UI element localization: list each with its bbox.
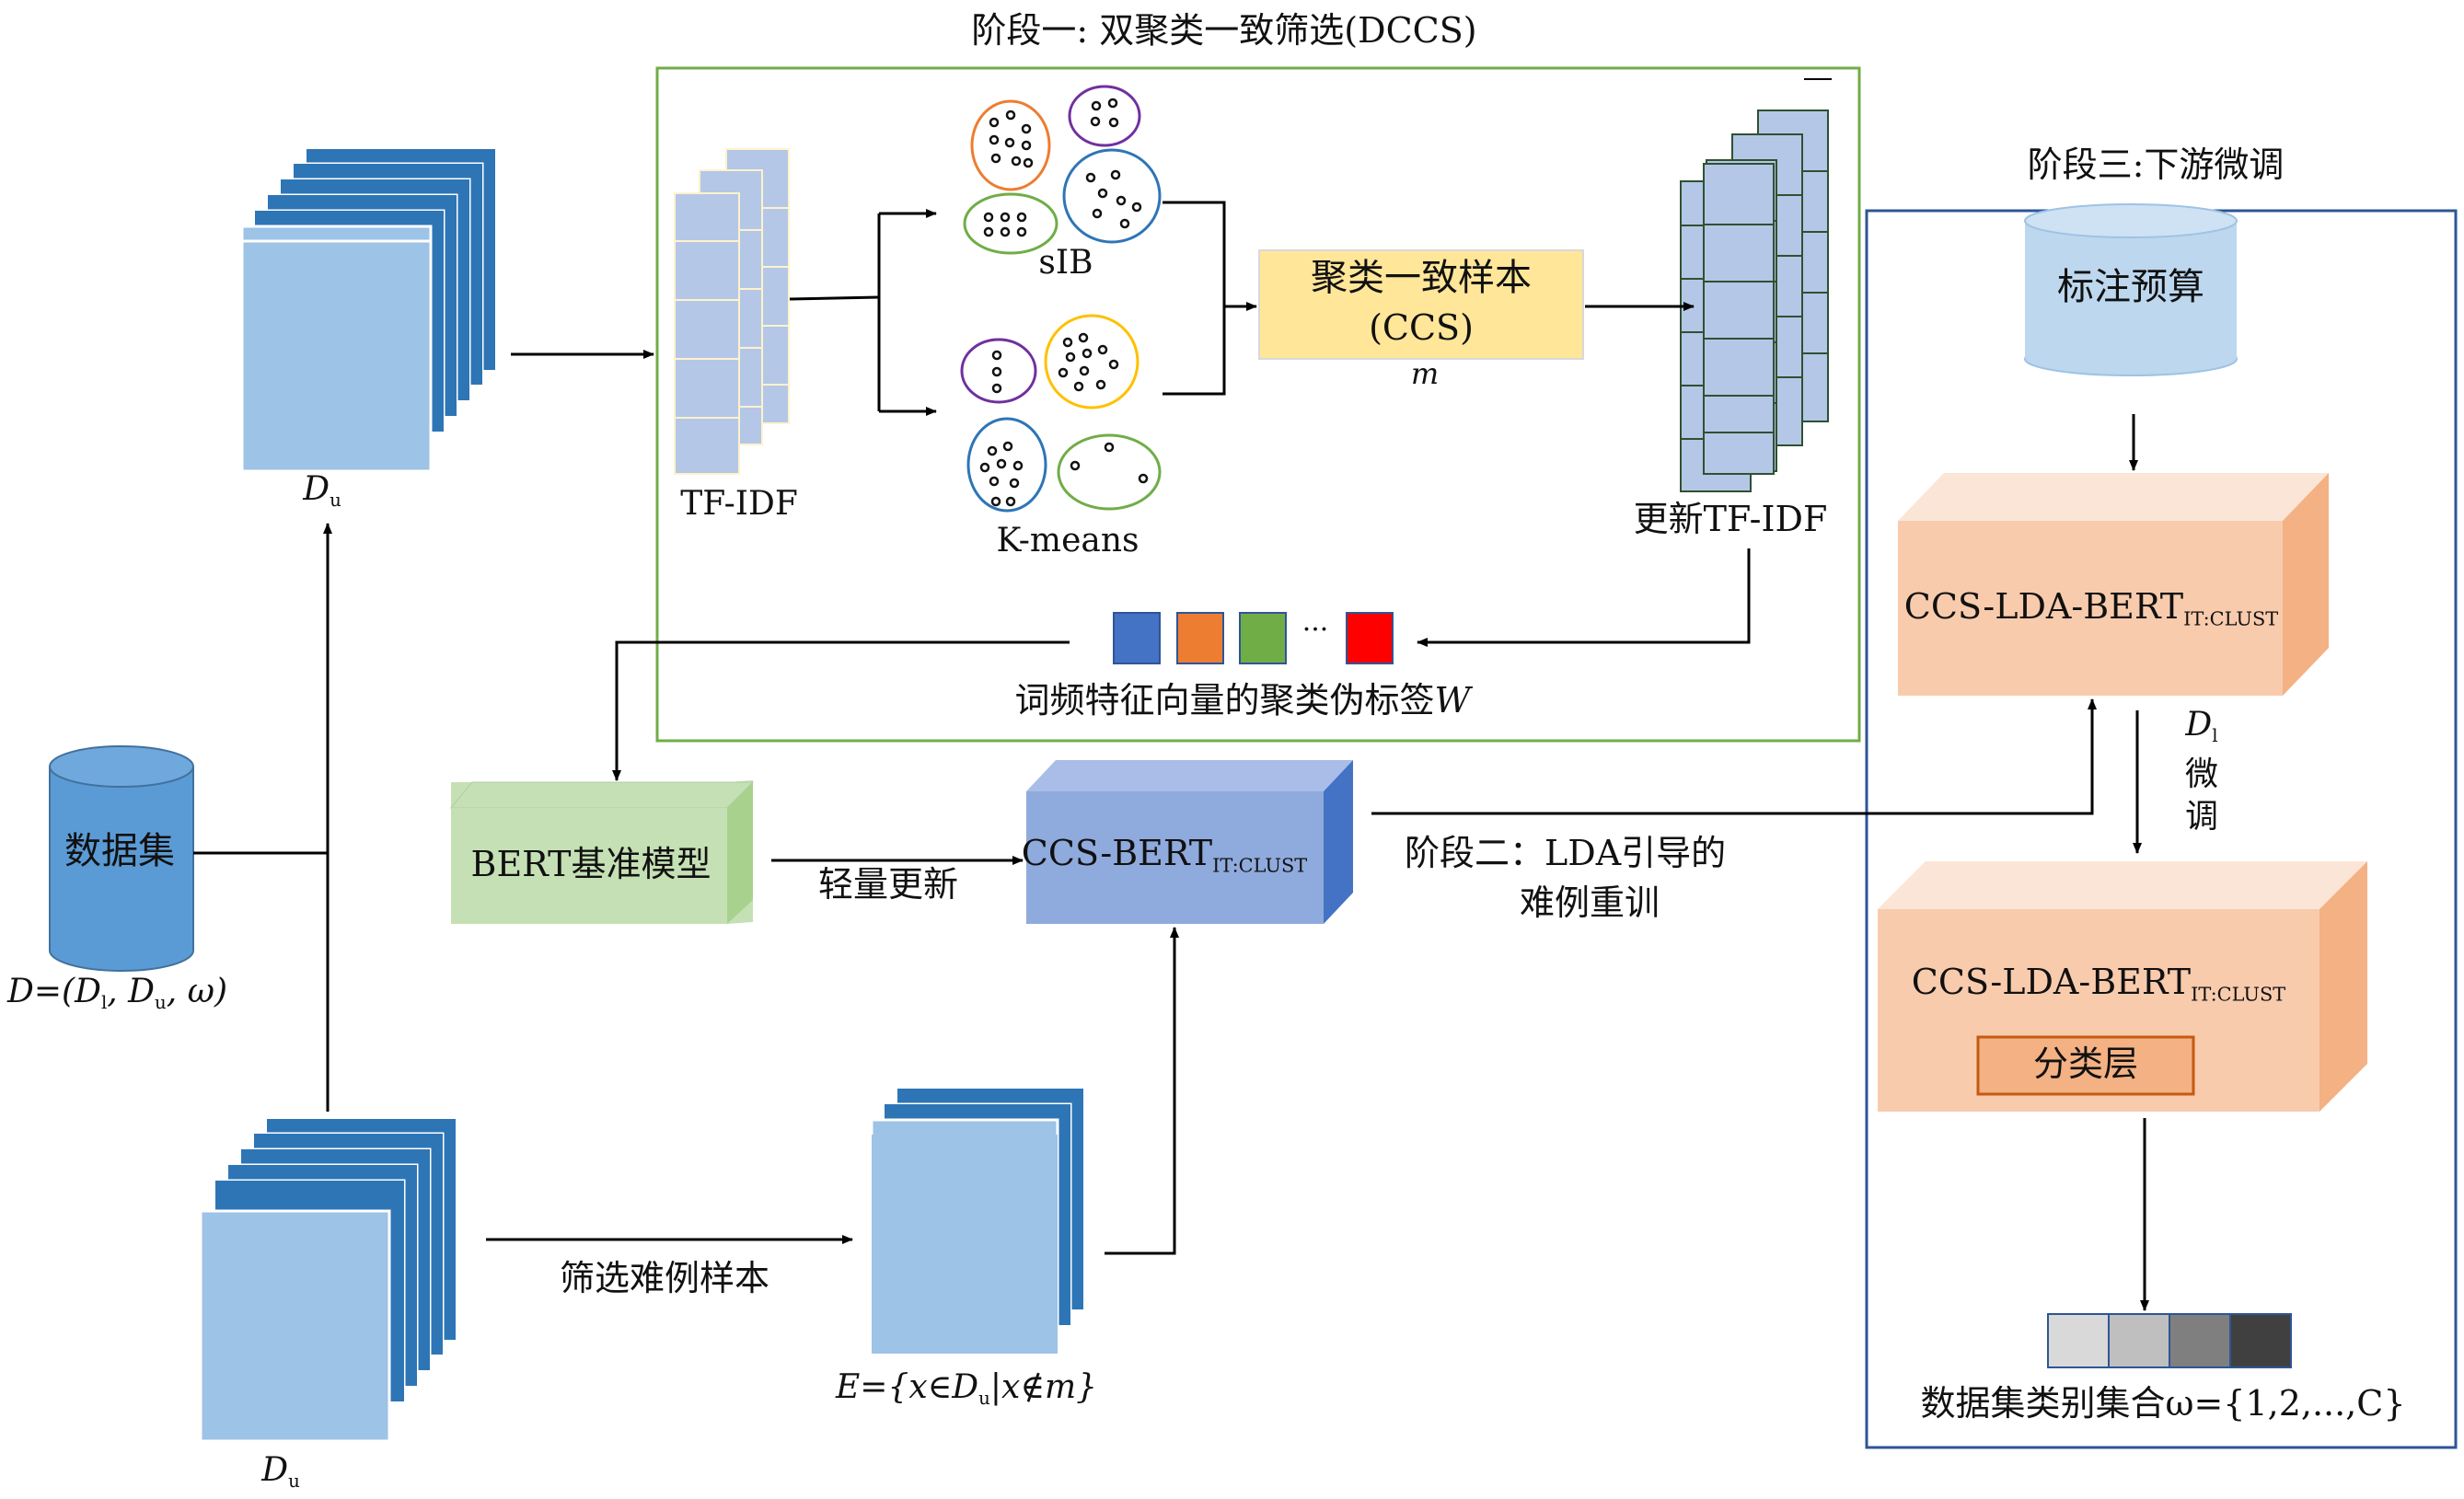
pseudo-label-caption: 词频特征向量的聚类伪标签W bbox=[1014, 680, 1471, 721]
kmeans-points bbox=[979, 332, 1149, 507]
lda-bert-bottom-box bbox=[1878, 861, 2367, 1112]
hard-example-stack bbox=[870, 1089, 1083, 1354]
bert-base-box bbox=[449, 780, 755, 924]
tfidf-label: TF-IDF bbox=[680, 485, 798, 523]
ccs-bert-label: CCS-BERTIT:CLUST bbox=[1021, 833, 1308, 877]
light-update-label: 轻量更新 bbox=[817, 864, 959, 905]
ccs-line2: (CCS) bbox=[1369, 307, 1474, 348]
class-squares bbox=[2047, 1313, 2292, 1368]
dataset-label: 数据集 bbox=[64, 830, 175, 872]
finetune-char2: 调 bbox=[2184, 798, 2219, 836]
set-e-label: E={x∈Du|x∉m} bbox=[835, 1368, 1098, 1409]
pseudo-ellipsis: ··· bbox=[1301, 614, 1329, 646]
bert-base-label: BERT基准模型 bbox=[470, 844, 711, 884]
lda-bert-top-box bbox=[1898, 473, 2329, 696]
ccs-variable: m bbox=[1410, 356, 1440, 391]
budget-label: 标注预算 bbox=[2057, 266, 2204, 308]
ccs-line1: 聚类一致样本 bbox=[1311, 257, 1532, 299]
sib-label: sIB bbox=[1038, 244, 1093, 282]
updated-tfidf-stack bbox=[1680, 110, 1829, 492]
stage3-title: 阶段三:下游微调 bbox=[2027, 144, 2285, 185]
tfidf-matrix-stack bbox=[674, 148, 790, 475]
classification-layer-label: 分类层 bbox=[2032, 1044, 2139, 1084]
dataset-definition: D=(Dl, Du, ω) bbox=[7, 973, 228, 1013]
sib-clusters bbox=[963, 85, 1162, 255]
stage2-title-line1: 阶段二：LDA引导的 bbox=[1405, 833, 1727, 873]
stage2-title-line2: 难例重训 bbox=[1519, 882, 1660, 923]
finetune-d-label: Dl bbox=[2185, 706, 2218, 746]
kmeans-label: K-means bbox=[996, 522, 1139, 559]
du-label-bottom: Du bbox=[261, 1451, 300, 1492]
lda-bert-top-label: CCS-LDA-BERTIT:CLUST bbox=[1903, 586, 2279, 630]
dataset-cylinder bbox=[49, 745, 194, 972]
stage1-title: 阶段一: 双聚类一致筛选(DCCS) bbox=[971, 10, 1477, 51]
du-label-top: Du bbox=[303, 470, 341, 511]
class-set-label: 数据集类别集合ω={1,2,...,C} bbox=[1920, 1383, 2406, 1424]
lda-bert-bottom-label: CCS-LDA-BERTIT:CLUST bbox=[1911, 962, 2286, 1006]
sib-points bbox=[983, 98, 1142, 237]
pseudo-label-squares bbox=[1113, 612, 1394, 664]
ccs-box bbox=[1258, 249, 1584, 360]
finetune-char1: 微 bbox=[2184, 755, 2219, 793]
budget-cylinder bbox=[2024, 203, 2238, 376]
du-document-stack-top bbox=[240, 149, 495, 473]
updated-tfidf-label: 更新TF-IDF bbox=[1633, 499, 1828, 539]
connectors bbox=[193, 201, 2149, 1311]
filter-hard-label: 筛选难例样本 bbox=[559, 1258, 770, 1298]
kmeans-clusters bbox=[960, 314, 1162, 513]
du-document-stack-bottom bbox=[199, 1119, 456, 1443]
stage3-frame bbox=[1865, 209, 2458, 1449]
stage1-frame bbox=[655, 66, 1861, 743]
ccs-bert-box bbox=[1026, 760, 1353, 924]
